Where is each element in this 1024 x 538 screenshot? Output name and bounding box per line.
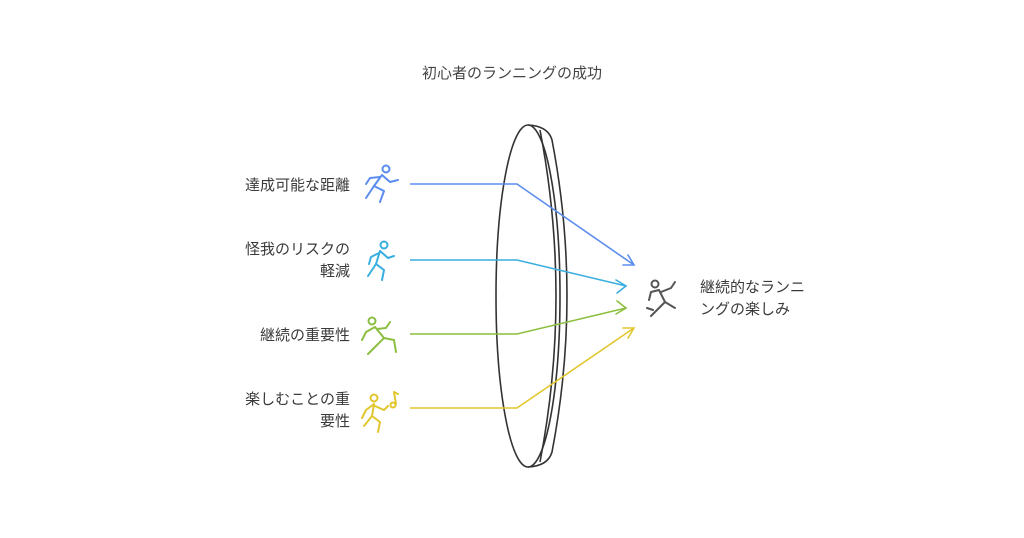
runner-icon xyxy=(367,240,395,281)
runner-icon xyxy=(365,164,399,203)
connector-injury xyxy=(410,259,627,287)
input-label-injury: 怪我のリスクの 軽減 xyxy=(244,240,350,280)
runner-icon xyxy=(646,279,676,317)
connector-enjoyment xyxy=(410,327,635,409)
output-label: 継続的なランニ ングの楽しみ xyxy=(700,278,806,318)
arrowhead-continuity xyxy=(615,300,628,315)
arrowhead-injury xyxy=(615,279,628,294)
runner-icon xyxy=(361,316,397,355)
lens-shape xyxy=(495,124,568,468)
connector-continuity xyxy=(410,307,627,335)
connector-distance xyxy=(410,183,635,266)
input-label-enjoyment: 楽しむことの重 要性 xyxy=(245,390,350,430)
runner-music-icon xyxy=(361,391,399,433)
input-label-continuity: 継続の重要性 xyxy=(259,326,350,344)
input-label-distance: 達成可能な距離 xyxy=(244,176,350,194)
arrowhead-enjoyment xyxy=(622,327,636,339)
arrowhead-distance xyxy=(622,254,636,266)
diagram-title: 初心者のランニングの成功 xyxy=(421,64,602,82)
